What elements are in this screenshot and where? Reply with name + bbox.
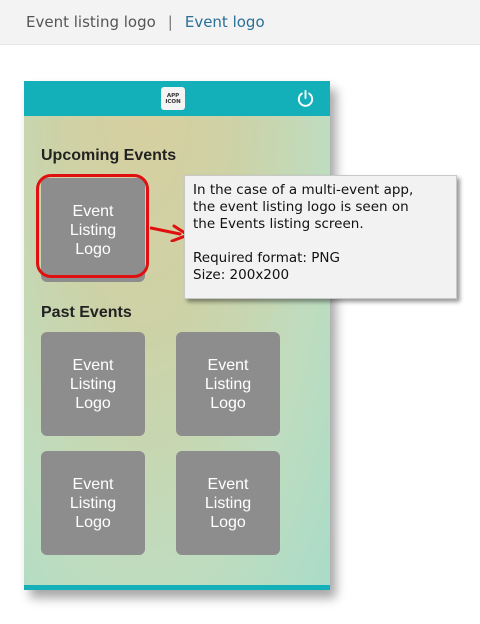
phone-mockup: APP ICON Upcoming Events Event Listing L… — [24, 81, 330, 590]
power-icon[interactable] — [296, 89, 315, 108]
phone-footer — [24, 585, 330, 590]
tile-text-line3: Logo — [75, 240, 111, 258]
highlight-ring — [36, 174, 149, 278]
past-event-logo-tile[interactable]: Event Listing Logo — [41, 451, 145, 555]
tile-text-line1: Event — [72, 475, 114, 493]
tile-text-line2: Listing — [69, 221, 117, 239]
past-event-logo-tile[interactable]: Event Listing Logo — [176, 332, 280, 436]
tile-text-line2: Listing — [204, 375, 252, 393]
tile-text-line3: Logo — [75, 394, 111, 412]
past-events-title: Past Events — [41, 304, 132, 321]
info-callout: In the case of a multi-event app, the ev… — [184, 175, 457, 299]
callout-line3: the Events listing screen. — [193, 216, 364, 232]
callout-line1: In the case of a multi-event app, — [193, 182, 414, 198]
tile-text-line2: Listing — [69, 494, 117, 512]
tile-text-line3: Logo — [210, 394, 246, 412]
past-event-logo-tile[interactable]: Event Listing Logo — [176, 451, 280, 555]
tile-text-line1: Event — [72, 202, 114, 220]
breadcrumb: Event listing logo | Event logo — [0, 0, 480, 45]
breadcrumb-current[interactable]: Event logo — [184, 13, 265, 31]
breadcrumb-parent[interactable]: Event listing logo — [26, 13, 156, 31]
tile-text-line3: Logo — [210, 513, 246, 531]
upcoming-event-logo-tile[interactable]: Event Listing Logo — [41, 178, 145, 282]
callout-line2: the event listing logo is seen on — [193, 199, 409, 215]
app-icon-label-line1: APP — [166, 92, 180, 99]
callout-size: Size: 200x200 — [193, 267, 290, 283]
app-icon-label-line2: ICON — [165, 98, 181, 105]
app-icon: APP ICON — [161, 87, 185, 110]
tile-text-line1: Event — [207, 356, 249, 374]
tile-text-line1: Event — [72, 356, 114, 374]
callout-format: Required format: PNG — [193, 250, 340, 266]
tile-text-line2: Listing — [69, 375, 117, 393]
upcoming-events-title: Upcoming Events — [41, 147, 177, 164]
breadcrumb-separator: | — [167, 13, 173, 31]
tile-text-line1: Event — [207, 475, 249, 493]
tile-text-line2: Listing — [204, 494, 252, 512]
tile-text-line3: Logo — [75, 513, 111, 531]
phone-header: APP ICON — [24, 81, 330, 116]
past-event-logo-tile[interactable]: Event Listing Logo — [41, 332, 145, 436]
